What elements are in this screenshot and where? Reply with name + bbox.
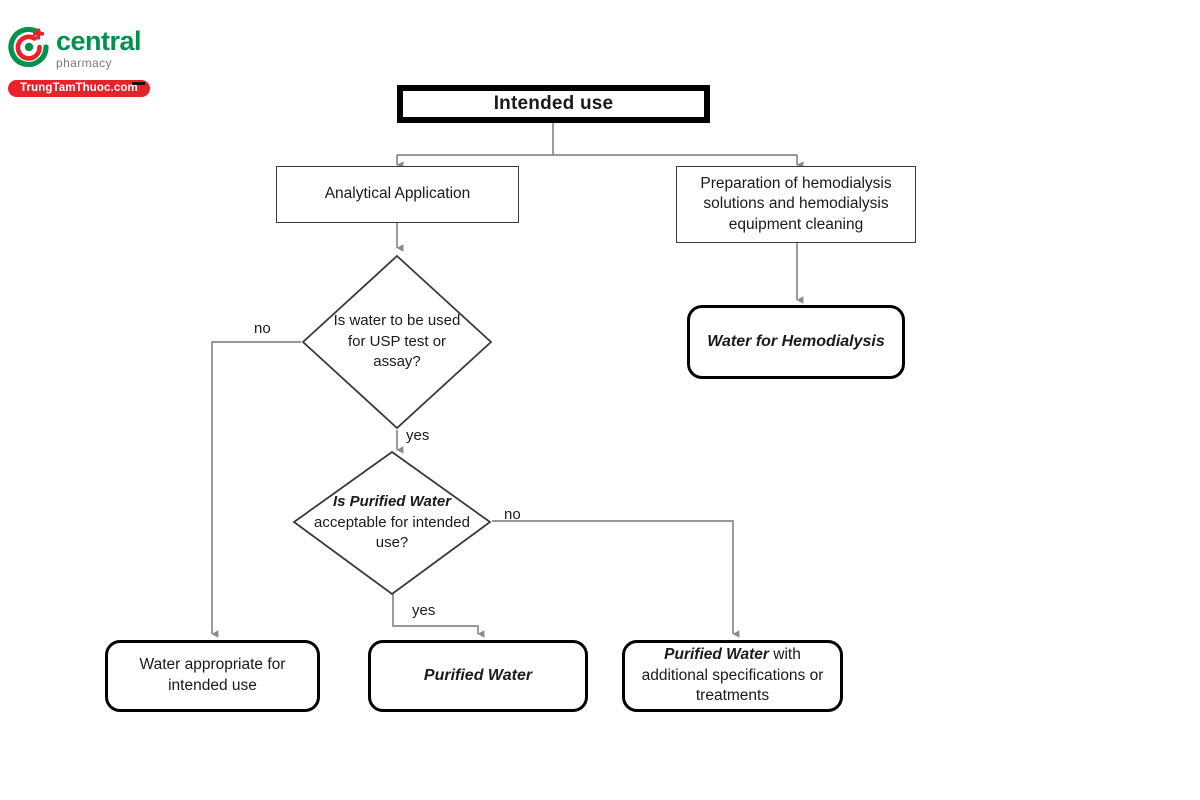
decision-purified-shape	[292, 450, 492, 596]
node-analytical-application[interactable]: Analytical Application	[276, 166, 519, 223]
logo-wordmark: central pharmacy	[56, 26, 142, 70]
edge-label-usp-yes: yes	[406, 427, 430, 444]
edge-decision2-yes	[392, 593, 485, 638]
edge-decision2-no	[492, 520, 740, 638]
node-intended-use[interactable]: Intended use	[397, 85, 710, 123]
logo-brand-primary: central	[56, 26, 142, 56]
node-water-appropriate-for-intended-use[interactable]: Water appropriate for intended use	[105, 640, 320, 712]
node-purified-water[interactable]: Purified Water	[368, 640, 588, 712]
site-logo: central pharmacy TrungTamThuoc.com	[0, 14, 190, 97]
node-water-for-hemodialysis[interactable]: Water for Hemodialysis	[687, 305, 905, 379]
decision-purified-label: Is Purified Water acceptable for intende…	[292, 450, 492, 596]
edge-decision1-no	[211, 341, 301, 638]
edge-label-purified-yes: yes	[412, 602, 436, 619]
edge-label-usp-no: no	[254, 320, 271, 337]
decision-usp-label: Is water to be used for USP test or assa…	[333, 312, 461, 371]
logo-dash-decoration	[132, 82, 145, 85]
node-purified-water-additional[interactable]: Purified Water with additional specifica…	[622, 640, 843, 712]
node-hemodialysis-preparation[interactable]: Preparation of hemodialysis solutions an…	[676, 166, 916, 243]
node-decision-usp-test[interactable]: Is water to be used for USP test or assa…	[301, 254, 493, 430]
decision-usp-shape	[301, 254, 493, 430]
node-purified-water-additional-rest: with additional specifications or treatm…	[641, 645, 824, 705]
logo-brand-secondary: pharmacy	[56, 56, 112, 70]
decision-purified-label-rest: acceptable for intended use?	[314, 513, 470, 552]
node-purified-water-additional-lead: Purified Water	[664, 645, 769, 663]
node-decision-purified-water[interactable]: Is Purified Water acceptable for intende…	[292, 450, 492, 596]
node-purified-water-additional-text: Purified Water with additional specifica…	[635, 645, 830, 707]
edge-label-purified-no: no	[504, 506, 521, 523]
decision-purified-label-lead: Is Purified Water	[332, 493, 452, 511]
central-pharmacy-logo-icon	[8, 26, 49, 68]
logo-ribbon-url: TrungTamThuoc.com	[8, 80, 150, 97]
